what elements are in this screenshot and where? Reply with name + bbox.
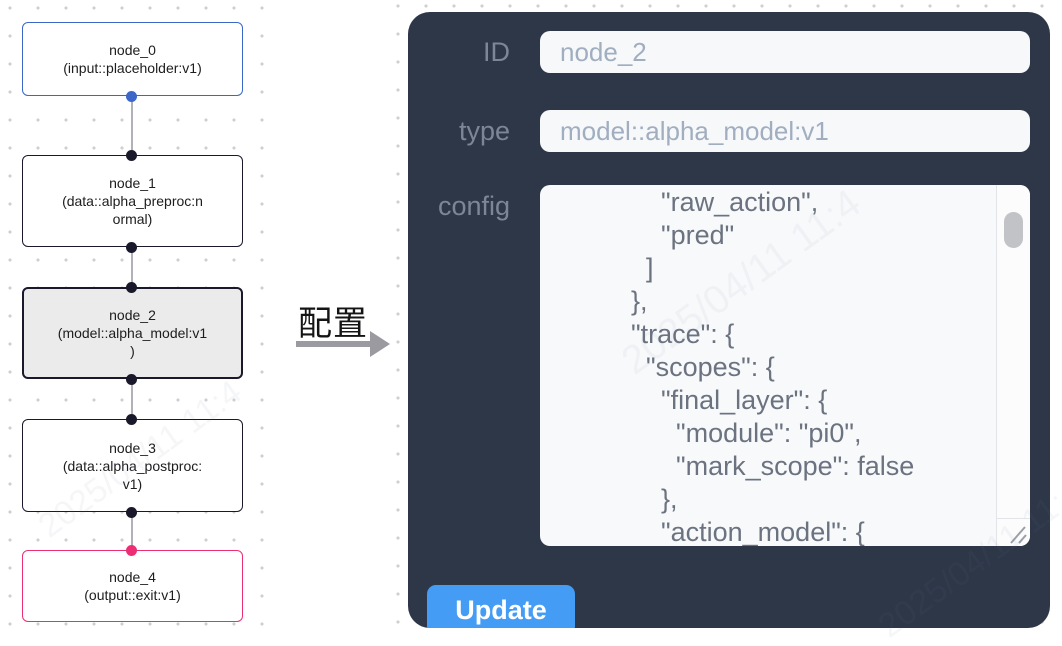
edge-node2-node3 <box>131 379 133 420</box>
config-arrow-shaft <box>296 341 372 347</box>
node-subtitle: v1) <box>122 475 143 492</box>
flow-node-node_3[interactable]: node_3 (data::alpha_postproc: v1) <box>22 419 243 512</box>
type-input[interactable] <box>540 110 1030 152</box>
config-resize-corner[interactable] <box>996 518 1030 546</box>
handle-node2-target[interactable] <box>126 282 137 293</box>
handle-node3-source[interactable] <box>126 507 137 518</box>
config-scrollbar-track[interactable] <box>996 185 1030 518</box>
node-title: node_2 <box>109 307 156 323</box>
edge-node1-node2 <box>131 247 133 288</box>
flow-node-node_0[interactable]: node_0 (input::placeholder:v1) <box>22 22 243 96</box>
node-subtitle: (output::exit:v1) <box>84 587 181 603</box>
node-config-panel: ID type config "raw_action", "pred" ] },… <box>408 12 1050 628</box>
flow-node-node_4[interactable]: node_4 (output::exit:v1) <box>22 550 243 622</box>
node-title: node_4 <box>109 569 156 585</box>
config-scrollbar-thumb[interactable] <box>1004 212 1023 248</box>
handle-node4-target[interactable] <box>126 545 137 556</box>
type-field-label: type <box>458 115 510 146</box>
config-annotation-label: 配置 <box>298 305 368 343</box>
node-subtitle: (data::alpha_preproc:n <box>62 193 203 209</box>
config-json-text: "raw_action", "pred" ] }, "trace": { "sc… <box>631 187 915 546</box>
edge-node3-node4 <box>131 512 133 551</box>
handle-node2-source[interactable] <box>126 374 137 385</box>
handle-node1-source[interactable] <box>126 242 137 253</box>
node-subtitle: (model::alpha_model:v1 <box>57 325 208 341</box>
node-title: node_3 <box>109 439 156 456</box>
edge-node0-node1 <box>131 96 133 156</box>
flow-canvas[interactable]: node_0 (input::placeholder:v1) node_1 (d… <box>0 0 270 643</box>
handle-node3-target[interactable] <box>126 414 137 425</box>
node-title: node_0 <box>109 42 156 58</box>
id-input[interactable] <box>540 31 1030 73</box>
handle-node1-target[interactable] <box>126 150 137 161</box>
node-subtitle: ormal) <box>112 211 153 227</box>
config-textarea[interactable]: "raw_action", "pred" ] }, "trace": { "sc… <box>540 185 1030 546</box>
update-button[interactable]: Update <box>427 585 575 628</box>
node-title: node_1 <box>109 175 156 191</box>
handle-node0-source[interactable] <box>126 91 137 102</box>
node-subtitle: ) <box>130 343 135 359</box>
config-field-label: config <box>437 190 510 221</box>
resize-handle-icon <box>1010 526 1027 544</box>
node-subtitle: (data::alpha_postproc: <box>62 457 203 474</box>
node-subtitle: (input::placeholder:v1) <box>63 60 202 76</box>
id-field-label: ID <box>483 36 510 67</box>
flow-node-node_2[interactable]: node_2 (model::alpha_model:v1 ) <box>22 287 243 379</box>
flow-node-node_1[interactable]: node_1 (data::alpha_preproc:n ormal) <box>22 155 243 247</box>
config-arrow-head-icon <box>370 331 390 357</box>
